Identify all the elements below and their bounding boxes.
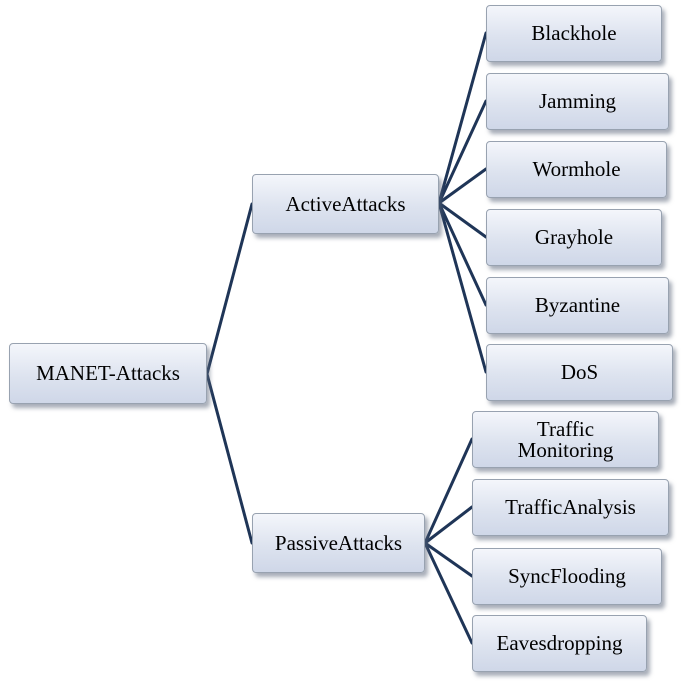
leaf-dos: DoS — [486, 344, 673, 401]
leaf-blackhole: Blackhole — [486, 5, 662, 62]
leaf-label-line-2: Monitoring — [517, 437, 614, 462]
leaf-label: DoS — [560, 360, 599, 384]
leaf-label: SyncFlooding — [508, 564, 626, 588]
leaf-label: Byzantine — [534, 293, 621, 317]
passive-attacks-node: PassiveAttacks — [252, 513, 425, 573]
passive-attacks-label: PassiveAttacks — [274, 530, 403, 555]
connector-passive-traffic-analysis — [423, 505, 474, 545]
leaf-label: Jamming — [539, 89, 616, 113]
active-attacks-node: ActiveAttacks — [252, 174, 439, 234]
leaf-jamming: Jamming — [486, 73, 669, 130]
leaf-label: Wormhole — [532, 157, 621, 181]
leaf-eavesdropping: Eavesdropping — [472, 615, 647, 672]
leaf-label: TrafficAnalysis — [505, 495, 636, 519]
leaf-label: Grayhole — [534, 225, 614, 249]
connector-passive-eavesdropping — [423, 541, 474, 645]
leaf-traffic-analysis: TrafficAnalysis — [472, 479, 669, 536]
connector-active-dos — [437, 201, 488, 374]
connector-active-jamming — [437, 99, 488, 205]
leaf-grayhole: Grayhole — [486, 209, 662, 266]
leaf-label-line-1: Traffic — [536, 416, 595, 441]
leaf-wormhole: Wormhole — [486, 141, 667, 198]
connector-root-active — [205, 202, 254, 376]
leaf-byzantine: Byzantine — [486, 277, 669, 334]
leaf-label: Blackhole — [531, 21, 617, 45]
root-node: MANET-Attacks — [9, 343, 207, 404]
connector-active-wormhole — [437, 167, 488, 205]
leaf-sync-flooding: SyncFlooding — [472, 548, 662, 605]
connector-active-grayhole — [437, 201, 488, 239]
connector-passive-sync-flooding — [423, 541, 474, 578]
leaf-traffic-monitoring: Traffic Monitoring — [472, 411, 659, 468]
connector-passive-traffic-monitoring — [423, 437, 474, 545]
active-attacks-label: ActiveAttacks — [285, 191, 406, 216]
connector-root-passive — [205, 372, 254, 545]
root-label: MANET-Attacks — [36, 361, 180, 385]
leaf-label: Eavesdropping — [496, 631, 623, 655]
connector-active-byzantine — [437, 201, 488, 307]
connector-active-blackhole — [437, 31, 488, 205]
